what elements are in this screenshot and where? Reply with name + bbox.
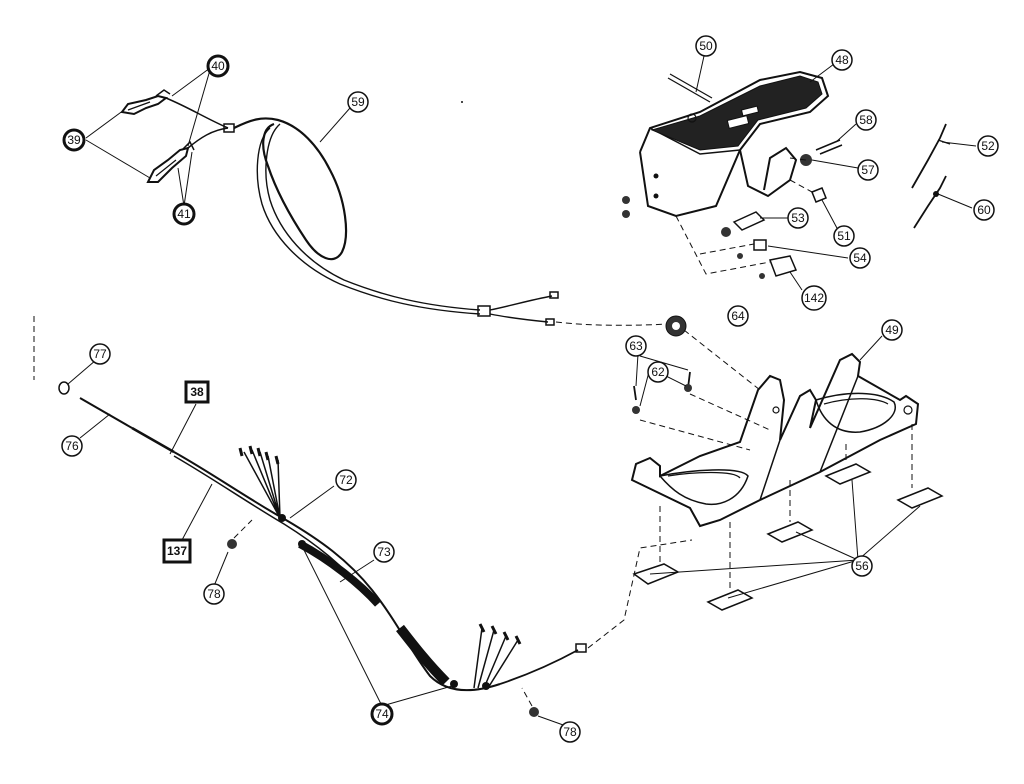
callout-39-label: 39 bbox=[67, 133, 81, 147]
callout-73: 73 bbox=[373, 541, 395, 563]
callout-38: 38 bbox=[184, 380, 210, 404]
callout-64: 64 bbox=[727, 305, 749, 327]
callout-54-label: 54 bbox=[853, 251, 867, 265]
callout-49-label: 49 bbox=[885, 323, 899, 337]
callout-74-label: 74 bbox=[375, 707, 389, 721]
callout-38-label: 38 bbox=[190, 385, 204, 399]
callout-59-label: 59 bbox=[351, 95, 365, 109]
callout-77-label: 77 bbox=[93, 347, 107, 361]
callout-77: 77 bbox=[89, 343, 111, 365]
callout-57: 57 bbox=[857, 159, 879, 181]
callout-137-label: 137 bbox=[167, 544, 187, 558]
callout-48: 48 bbox=[831, 49, 853, 71]
mounting-screws bbox=[632, 329, 771, 451]
callout-58-label: 58 bbox=[859, 113, 873, 127]
control-box-housing bbox=[622, 70, 830, 218]
callout-52: 52 bbox=[977, 135, 999, 157]
callout-76-label: 76 bbox=[65, 439, 79, 453]
grommet bbox=[665, 315, 687, 337]
callout-40-label: 40 bbox=[211, 59, 225, 73]
callout-51-label: 51 bbox=[837, 229, 851, 243]
callout-49: 49 bbox=[881, 319, 903, 341]
callout-57-label: 57 bbox=[861, 163, 875, 177]
callout-41-label: 41 bbox=[177, 207, 191, 221]
callout-50-label: 50 bbox=[699, 39, 713, 53]
callout-59: 59 bbox=[347, 91, 369, 113]
rubber-feet bbox=[632, 424, 944, 611]
callout-137: 137 bbox=[162, 538, 192, 564]
callout-62-label: 62 bbox=[651, 365, 665, 379]
callout-60: 60 bbox=[973, 199, 995, 221]
callout-40: 40 bbox=[206, 54, 230, 78]
callout-64-label: 64 bbox=[731, 309, 745, 323]
callout-142-label: 142 bbox=[804, 291, 824, 305]
callout-53-label: 53 bbox=[791, 211, 805, 225]
loose-wire-leads bbox=[911, 123, 951, 229]
callout-56: 56 bbox=[851, 555, 873, 577]
battery-cable-assembly bbox=[120, 89, 669, 326]
callout-78-upper: 78 bbox=[203, 583, 225, 605]
callout-48-label: 48 bbox=[835, 53, 849, 67]
callout-142: 142 bbox=[801, 285, 827, 311]
callout-51: 51 bbox=[833, 225, 855, 247]
callout-78-lower: 78 bbox=[559, 721, 581, 743]
callout-74: 74 bbox=[370, 702, 394, 726]
callout-76: 76 bbox=[61, 435, 83, 457]
callout-52-label: 52 bbox=[981, 139, 995, 153]
callout-63-label: 63 bbox=[629, 339, 643, 353]
base-frame bbox=[630, 352, 920, 528]
callout-78-lower-label: 78 bbox=[563, 725, 577, 739]
callout-72: 72 bbox=[335, 469, 357, 491]
callout-56-label: 56 bbox=[855, 559, 869, 573]
callout-39: 39 bbox=[62, 128, 86, 152]
callout-62: 62 bbox=[647, 361, 669, 383]
callout-41: 41 bbox=[172, 202, 196, 226]
control-box-switches bbox=[675, 139, 843, 279]
callout-50: 50 bbox=[695, 35, 717, 57]
callout-60-label: 60 bbox=[977, 203, 991, 217]
wire-harness bbox=[58, 381, 693, 717]
battery-clamp-lower bbox=[146, 140, 195, 183]
callout-63: 63 bbox=[625, 335, 647, 357]
battery-clamp-upper bbox=[120, 89, 171, 116]
callout-73-label: 73 bbox=[377, 545, 391, 559]
callout-72-label: 72 bbox=[339, 473, 353, 487]
leader-lines bbox=[67, 55, 977, 727]
callout-53: 53 bbox=[787, 207, 809, 229]
callout-54: 54 bbox=[849, 247, 871, 269]
callout-58: 58 bbox=[855, 109, 877, 131]
callout-78-upper-label: 78 bbox=[207, 587, 221, 601]
